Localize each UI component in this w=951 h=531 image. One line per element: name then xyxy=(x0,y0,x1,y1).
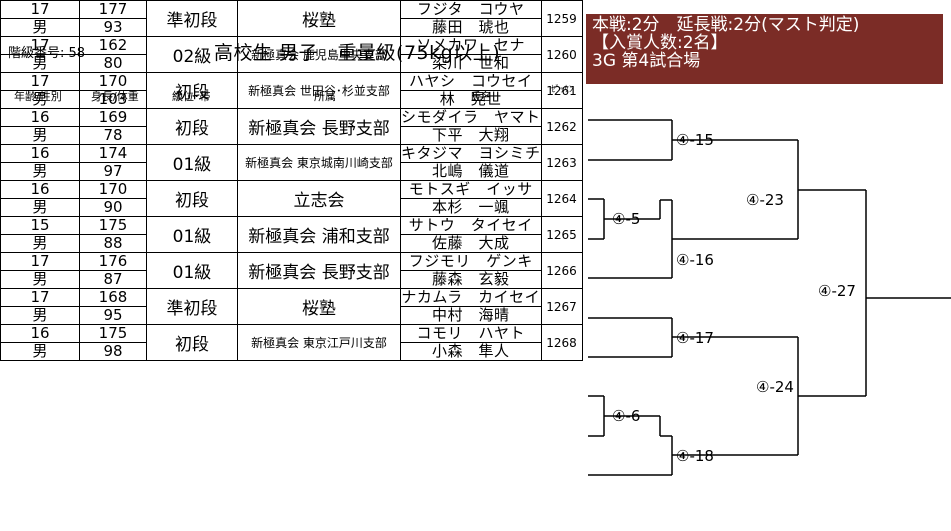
col-header-dojo: 所属 xyxy=(314,90,336,103)
height: 175 xyxy=(79,216,147,235)
dojo: 新極真会 東京城南川崎支部 xyxy=(237,144,401,181)
dojo: 新極真会 長野支部 xyxy=(237,252,401,289)
rules-duration: 本戦:2分 延長戦:2分(マスト判定) xyxy=(592,15,860,35)
division-title: 高校生 男子 重量級(75kg以上) xyxy=(214,42,501,64)
zekken-number: 1260 xyxy=(540,36,583,73)
zekken-number: 1261 xyxy=(540,72,583,109)
age: 17 xyxy=(0,0,80,19)
grade: 初段 xyxy=(146,72,238,109)
grade: 02級 xyxy=(146,36,238,73)
sex: 男 xyxy=(0,234,80,253)
weight: 95 xyxy=(79,306,147,325)
match-23-label: ④-23 xyxy=(746,191,784,209)
court-assignment: 3G 第4試合場 xyxy=(592,51,701,71)
dojo: 新極真会 鹿児島中央支部 xyxy=(237,36,401,73)
zekken-number: 1262 xyxy=(540,108,583,145)
col-header-zekken: ｾﾞｯｹﾝ xyxy=(551,85,574,95)
match-17-label: ④-17 xyxy=(676,329,714,347)
dojo: 桜塾 xyxy=(237,0,401,37)
weight: 98 xyxy=(79,342,147,361)
name-kanji: 中村 海晴 xyxy=(400,306,542,325)
weight: 93 xyxy=(79,18,147,37)
dojo: 新極真会 東京江戸川支部 xyxy=(237,324,401,361)
col-header-grade: 級位･帯 xyxy=(172,90,211,103)
height: 177 xyxy=(79,0,147,19)
col-header-height-weight: 身長/体重 xyxy=(91,90,139,103)
sex: 男 xyxy=(0,18,80,37)
col-header-name: 氏名 xyxy=(470,90,492,103)
dojo: 新極真会 世田谷･杉並支部 xyxy=(237,72,401,109)
rules-info-box: 本戦:2分 延長戦:2分(マスト判定) 【入賞人数:2名】 3G 第4試合場 xyxy=(586,14,943,84)
match-24-label: ④-24 xyxy=(756,378,794,396)
name-kanji: 小森 隼人 xyxy=(400,342,542,361)
grade: 01級 xyxy=(146,252,238,289)
zekken-number: 1268 xyxy=(540,324,583,361)
prize-count: 【入賞人数:2名】 xyxy=(592,33,728,53)
height: 176 xyxy=(79,252,147,271)
zekken-number: 1267 xyxy=(540,288,583,325)
zekken-number: 1266 xyxy=(540,252,583,289)
match-27-label: ④-27 xyxy=(818,282,856,300)
grade: 01級 xyxy=(146,216,238,253)
name-kana: フジタ コウヤ xyxy=(400,0,542,19)
age: 16 xyxy=(0,324,80,343)
match-18-label: ④-18 xyxy=(676,447,714,465)
match-15-label: ④-15 xyxy=(676,131,714,149)
match-6-label: ④-6 xyxy=(612,407,640,425)
zekken-number: 1263 xyxy=(540,144,583,181)
age: 16 xyxy=(0,108,80,127)
name-kanji: 下平 大翔 xyxy=(400,126,542,145)
class-number: 階級番号: 58 xyxy=(8,46,86,61)
match-5-label: ④-5 xyxy=(612,210,640,228)
grade: 準初段 xyxy=(146,288,238,325)
name-kana: キタジマ ヨシミチ xyxy=(400,144,542,163)
dojo: 立志会 xyxy=(237,180,401,217)
name-kanji: 藤田 琥也 xyxy=(400,18,542,37)
grade: 初段 xyxy=(146,324,238,361)
col-header-age-sex: 年齢/性別 xyxy=(14,90,62,103)
weight: 97 xyxy=(79,162,147,181)
match-16-label: ④-16 xyxy=(676,251,714,269)
height: 170 xyxy=(79,180,147,199)
